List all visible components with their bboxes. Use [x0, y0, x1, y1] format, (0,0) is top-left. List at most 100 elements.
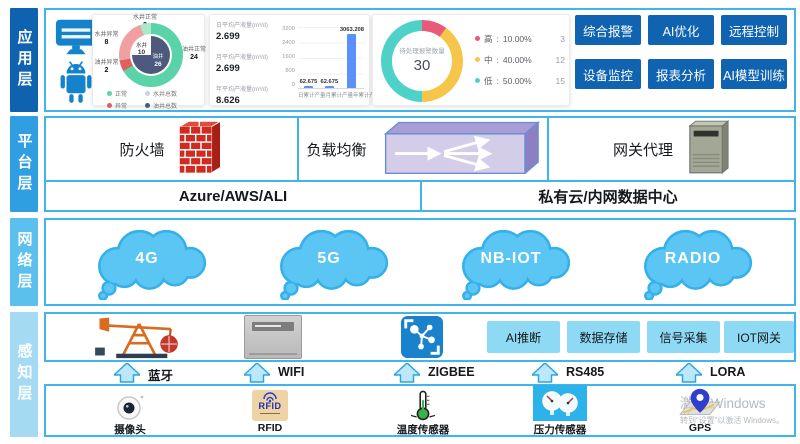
- device-monitoring-button[interactable]: 设备监控: [575, 59, 641, 89]
- zigbee-icon: [400, 315, 444, 364]
- production-metrics: 日平均产液量(m³/d) 2.699 月平均产液量(m³/d) 2.699 年平…: [216, 20, 282, 116]
- metric: 年平均产液量(m³/d) 8.626: [216, 84, 282, 106]
- server-tower-icon: [686, 119, 730, 179]
- metric-value: 8.626: [216, 95, 240, 106]
- load-balancer-label: 负载均衡: [306, 141, 367, 159]
- load-balancer-icon: [380, 120, 540, 179]
- protocol-label-wifi: WIFI: [278, 365, 305, 379]
- alarm-center-value: 30: [413, 57, 431, 75]
- data-storage-button[interactable]: 数据存储: [567, 321, 640, 353]
- private-cloud-cell: 私有云/内网数据中心: [420, 182, 794, 210]
- hosting-row: Azure/AWS/ALI 私有云/内网数据中心: [46, 180, 794, 210]
- remote-control-button[interactable]: 远程控制: [721, 15, 787, 45]
- pressure-sensor: 压力传感器: [524, 385, 596, 437]
- alarm-card: 待处理报警数量 30 高 : 10.00%3 中 : 40.00%12 低 : …: [372, 14, 570, 106]
- alarm-donut-center: 待处理报警数量 30: [392, 31, 452, 91]
- well-callout: 油井正常 24: [182, 47, 206, 62]
- network-layer-panel: 4G 5G NB-IOT RADIO: [44, 218, 796, 306]
- cloud-nbiot: NB-IOT: [432, 224, 590, 300]
- platform-nodes-row: 防火墙: [46, 118, 794, 180]
- up-arrow-icon: [113, 362, 141, 383]
- metric: 日平均产液量(m³/d) 2.699: [216, 20, 282, 42]
- callout-label: 油井异常: [94, 60, 119, 66]
- well-callout: 水井异常 8: [93, 32, 120, 47]
- application-layer-panel: 水井正常 2 水井异常 8 油井异常 2 油井正常 24 水井: [44, 8, 796, 112]
- firewall-label: 防火墙: [119, 141, 165, 159]
- well-legend-item: 正常: [107, 89, 145, 98]
- sensor-label: GPS: [688, 422, 712, 434]
- well-donut-hole: 水井 10 油井 26: [130, 34, 172, 76]
- callout-value: 2: [104, 66, 109, 74]
- sensor-label: 摄像头: [114, 424, 146, 436]
- ai-inference-button[interactable]: AI推断: [487, 321, 560, 353]
- report-analysis-button[interactable]: 报表分析: [648, 59, 714, 89]
- bar-chart-plot: 62.675 62.675 3063.208: [298, 27, 364, 89]
- callout-label: 水井异常: [94, 32, 119, 38]
- layer-label-platform: 平台层: [10, 116, 38, 212]
- metric-label: 年平均产液量(m³/d): [216, 87, 268, 93]
- rfid-sensor: RFID RFID: [238, 389, 302, 434]
- well-donut: 水井 10 油井 26: [119, 23, 183, 87]
- sensor-label: 温度传感器: [396, 424, 450, 436]
- production-card: 日平均产液量(m³/d) 2.699 月平均产液量(m³/d) 2.699 年平…: [209, 14, 381, 106]
- cloud-label: 5G: [317, 249, 341, 267]
- bar-column: 62.675: [319, 27, 340, 88]
- metric-value: 2.699: [216, 63, 240, 74]
- perception-sensor-panel: 激活 Windows 转到“设置”以激活 Windows。 摄像头: [44, 384, 796, 437]
- public-cloud-cell: Azure/AWS/ALI: [178, 187, 288, 205]
- up-arrow-icon: [675, 362, 703, 383]
- ai-optimization-button[interactable]: AI优化: [648, 15, 714, 45]
- layer-label-perception: 感知层: [10, 312, 38, 437]
- signal-acquisition-button[interactable]: 信号采集: [647, 321, 720, 353]
- metal-cabinet-icon: [244, 315, 302, 359]
- wifi-gateway-device: [244, 315, 302, 359]
- gateway-proxy-label: 网关代理: [612, 141, 673, 159]
- alarm-legend-item: 低 : 50.00%15: [475, 70, 565, 91]
- ai-model-training-button[interactable]: AI模型训练: [721, 59, 787, 89]
- cloud-label: RADIO: [664, 249, 722, 267]
- protocol-label-bluetooth: 蓝牙: [148, 369, 174, 383]
- iot-gateway-button[interactable]: IOT网关: [724, 321, 794, 353]
- callout-value: 24: [190, 53, 198, 61]
- pressure-gauge-icon: [533, 385, 587, 421]
- firewall-node: 防火墙: [46, 118, 297, 180]
- camera-icon: [115, 389, 145, 421]
- watermark-line2: 转到“设置”以激活 Windows。: [680, 416, 785, 425]
- load-balancer-node: 负载均衡: [297, 118, 547, 180]
- bar-chart-x-axis: 日累计产量 月累计产量 年累计产量: [298, 93, 381, 99]
- up-arrow-icon: [393, 362, 421, 383]
- camera-sensor: 摄像头: [98, 389, 162, 437]
- gps-pin-icon: [672, 388, 728, 421]
- well-legend-item: 异常: [107, 101, 145, 110]
- callout-label: 油井正常: [182, 47, 207, 53]
- callout-value: 8: [104, 38, 109, 46]
- well-legend-item: 水井总数: [145, 89, 195, 98]
- cloud-radio: RADIO: [614, 224, 772, 300]
- protocol-label-zigbee: ZIGBEE: [428, 365, 475, 379]
- metric-label: 月平均产液量(m³/d): [216, 55, 268, 61]
- bar-column: 3063.208: [340, 27, 364, 88]
- android-icon: [57, 60, 95, 111]
- well-legend: 正常 异常 水井总数 油井总数: [107, 89, 195, 110]
- cloud-5g: 5G: [250, 224, 408, 300]
- well-donut-inner: 水井 10 油井 26: [132, 36, 170, 74]
- protocol-label-rs485: RS485: [566, 365, 605, 379]
- pumpjack-image: [90, 315, 190, 364]
- metric-value: 2.699: [216, 31, 240, 42]
- sensor-label: RFID: [257, 422, 283, 434]
- cloud-label: NB-IOT: [480, 249, 542, 267]
- production-bar-chart: 3200 2400 1600 800 0 62.675 62.675 3063.…: [282, 21, 381, 103]
- alarm-legend: 高 : 10.00%3 中 : 40.00%12 低 : 50.00%15: [475, 28, 565, 91]
- metric: 月平均产液量(m³/d) 2.699: [216, 52, 282, 74]
- bar-column: 62.675: [298, 27, 319, 88]
- network-clouds: 4G 5G NB-IOT RADIO: [46, 220, 794, 304]
- well-legend-item: 油井总数: [145, 101, 195, 110]
- callout-label: 水井正常: [132, 15, 157, 21]
- gps-sensor: GPS: [666, 388, 734, 434]
- rfid-icon-text: RFID: [258, 401, 282, 411]
- alarm-center-label: 待处理报警数量: [399, 47, 445, 55]
- comprehensive-alarm-button[interactable]: 综合报警: [575, 15, 641, 45]
- up-arrow-icon: [531, 362, 559, 383]
- thermometer-icon: [406, 389, 440, 421]
